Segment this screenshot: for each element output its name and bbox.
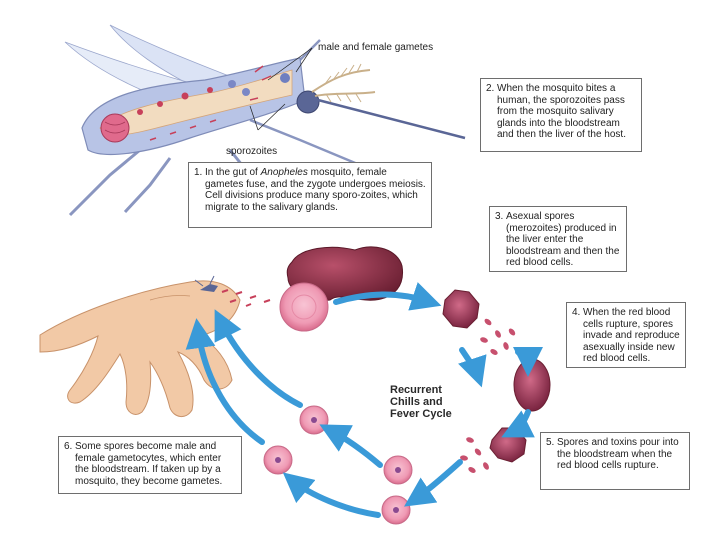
red-blood-cell-cycle: [263, 405, 413, 525]
cycle-label-line-1: Recurrent: [390, 384, 442, 396]
step-5-box: 5. Spores and toxins pour into the blood…: [540, 432, 690, 490]
step-1-text: In the gut of Anopheles mosquito, female…: [205, 167, 426, 213]
step-3-box: 3. Asexual spores (merozoites) produced …: [489, 206, 627, 272]
anopheles-italic: Anopheles: [260, 167, 308, 178]
spores-released-bottom: [460, 437, 489, 473]
step-2-box: 2. When the mosquito bites a human, the …: [480, 78, 642, 152]
step-4-number: 4.: [572, 307, 581, 318]
red-blood-cell-liver-exit: [279, 282, 329, 332]
cycle-label-line-2: Chills and: [390, 396, 443, 408]
step-6-box: 6. Some spores become male and female ga…: [58, 436, 242, 494]
cycle-arrows: [185, 282, 543, 518]
ruptured-cell-bottom: [489, 427, 527, 463]
step-6-number: 6.: [64, 441, 73, 452]
step-5-number: 5.: [546, 437, 555, 448]
step-2-number: 2.: [486, 83, 495, 94]
spores-released-top: [480, 318, 516, 355]
cycle-label-line-3: Fever Cycle: [390, 408, 452, 420]
ruptured-cell-top: [442, 289, 480, 329]
step-4-text: When the red blood cells rupture, spores…: [583, 307, 680, 364]
step-3-number: 3.: [495, 211, 504, 222]
step-4-box: 4. When the red blood cells rupture, spo…: [566, 302, 686, 368]
cycle-label: Recurrent Chills and Fever Cycle: [390, 384, 452, 420]
step-5-text: Spores and toxins pour into the bloodstr…: [557, 437, 679, 471]
step-2-text: When the mosquito bites a human, the spo…: [497, 83, 626, 140]
step-1-box: 1. In the gut of Anopheles mosquito, fem…: [188, 162, 432, 228]
step-6-text: Some spores become male and female gamet…: [75, 441, 223, 487]
gametes-label: male and female gametes: [318, 42, 434, 53]
step-1-number: 1.: [194, 167, 203, 178]
sporozoites-label: sporozoites: [226, 146, 278, 157]
step-3-text: Asexual spores (merozoites) produced in …: [506, 211, 620, 268]
infected-red-blood-cell: [513, 358, 551, 412]
mosquito: [64, 24, 466, 217]
